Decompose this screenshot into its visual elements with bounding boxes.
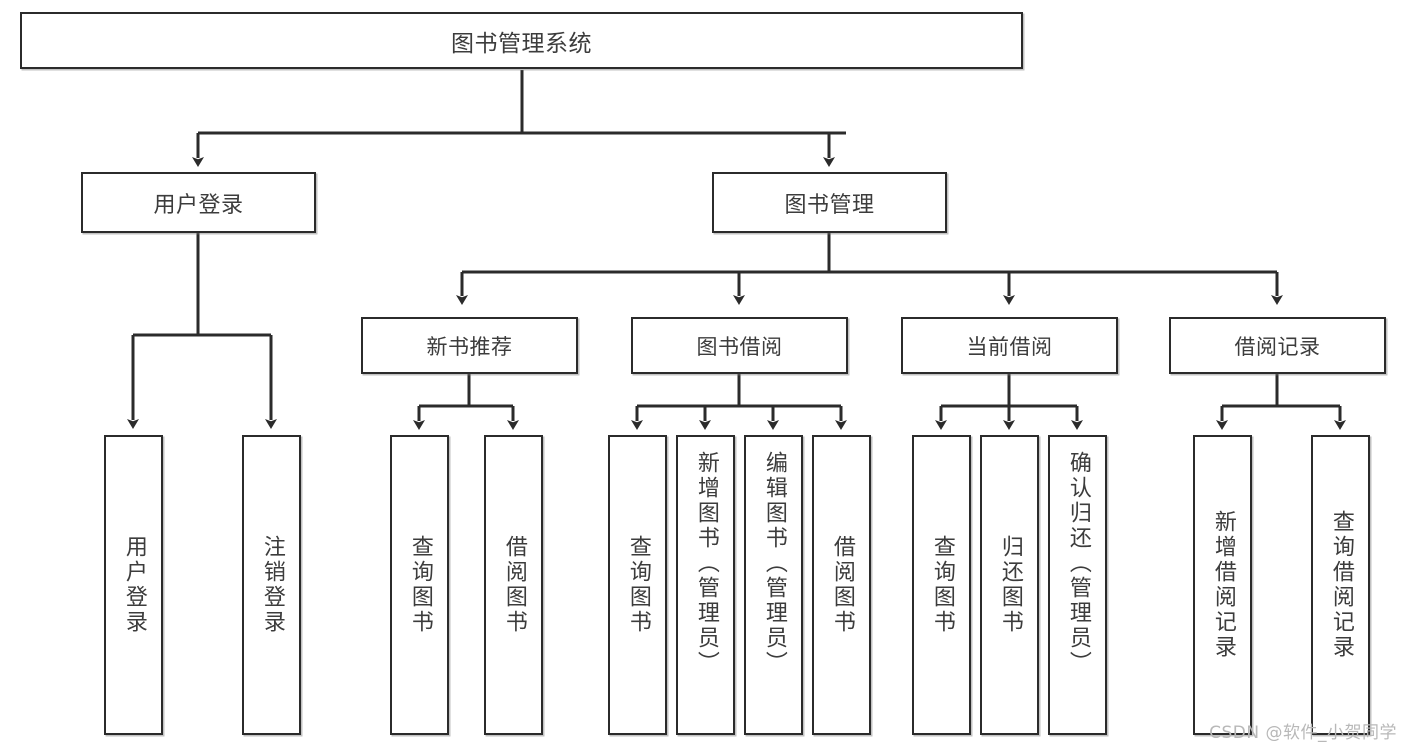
node-book-manage[interactable]: 图书管理 — [712, 172, 947, 233]
node-root-system[interactable]: 图书管理系统 — [20, 12, 1023, 69]
leaf-query-borrow-record[interactable]: 查询借阅记录 — [1311, 435, 1370, 735]
node-label: 图书管理 — [784, 192, 875, 218]
node-label: 借阅图书 — [501, 535, 527, 635]
node-label: 编辑图书（管理员） — [761, 451, 787, 676]
leaf-return-book[interactable]: 归还图书 — [980, 435, 1039, 735]
node-label: 查询图书 — [407, 535, 433, 635]
leaf-borrow-book-1[interactable]: 借阅图书 — [484, 435, 543, 735]
node-current-borrow[interactable]: 当前借阅 — [901, 317, 1118, 374]
node-label: 借阅图书 — [829, 535, 855, 635]
leaf-logout-login[interactable]: 注销登录 — [242, 435, 301, 735]
node-label: 新增借阅记录 — [1210, 510, 1236, 660]
leaf-borrow-book-2[interactable]: 借阅图书 — [812, 435, 871, 735]
node-label: 当前借阅 — [966, 334, 1053, 359]
leaf-edit-book-admin[interactable]: 编辑图书（管理员） — [744, 435, 803, 735]
leaf-query-book-2[interactable]: 查询图书 — [608, 435, 667, 735]
node-label: 确认归还（管理员） — [1065, 451, 1091, 676]
node-user-login[interactable]: 用户登录 — [81, 172, 316, 233]
node-label: 查询借阅记录 — [1328, 510, 1354, 660]
node-label: 用户登录 — [153, 192, 244, 218]
leaf-query-book-1[interactable]: 查询图书 — [390, 435, 449, 735]
node-label: 用户登录 — [121, 535, 147, 635]
node-label: 图书借阅 — [696, 334, 783, 359]
leaf-add-borrow-record[interactable]: 新增借阅记录 — [1193, 435, 1252, 735]
leaf-user-login[interactable]: 用户登录 — [104, 435, 163, 735]
leaf-query-book-3[interactable]: 查询图书 — [912, 435, 971, 735]
node-book-borrow[interactable]: 图书借阅 — [631, 317, 848, 374]
node-label: 查询图书 — [929, 535, 955, 635]
node-label: 借阅记录 — [1234, 334, 1321, 359]
node-label: 图书管理系统 — [451, 30, 592, 57]
leaf-confirm-return-admin[interactable]: 确认归还（管理员） — [1048, 435, 1107, 735]
node-label: 注销登录 — [259, 535, 285, 635]
watermark-text: CSDN @软件_小贺同学 — [1209, 723, 1397, 743]
node-label: 新书推荐 — [426, 334, 513, 359]
node-label: 新增图书（管理员） — [693, 451, 719, 676]
node-new-book-recommend[interactable]: 新书推荐 — [361, 317, 578, 374]
node-borrow-record[interactable]: 借阅记录 — [1169, 317, 1386, 374]
node-label: 归还图书 — [997, 535, 1023, 635]
node-label: 查询图书 — [625, 535, 651, 635]
leaf-add-book-admin[interactable]: 新增图书（管理员） — [676, 435, 735, 735]
